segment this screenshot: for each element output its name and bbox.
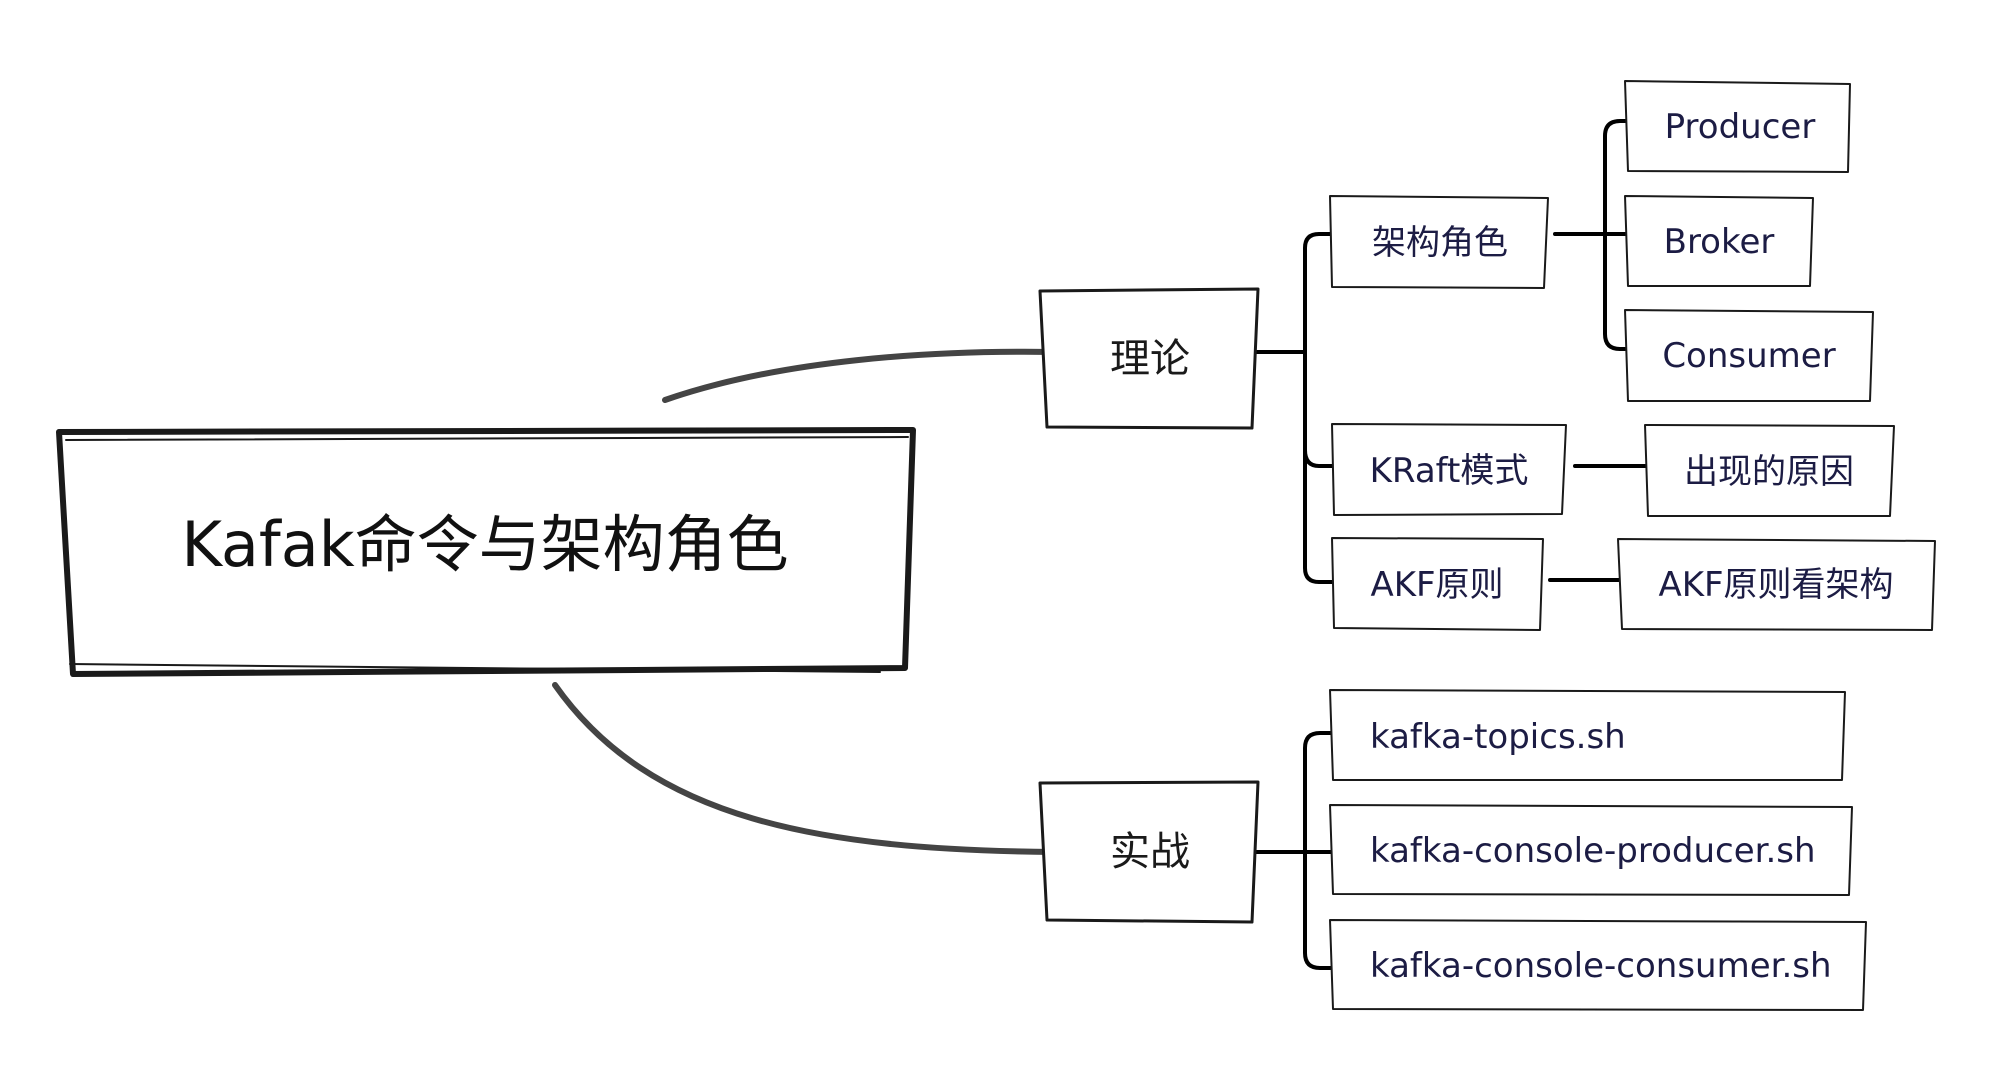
connector-roles-children — [1553, 119, 1647, 351]
node-kraft-mode-label: KRaft模式 — [1370, 451, 1529, 491]
node-architecture-roles-label: 架构角色 — [1372, 223, 1508, 263]
branch-practice[interactable]: 实战 — [1038, 780, 1260, 924]
node-kafka-console-consumer-label: kafka-console-consumer.sh — [1370, 946, 1832, 986]
node-akf-view-architecture[interactable]: AKF原则看架构 — [1617, 538, 1936, 631]
node-architecture-roles[interactable]: 架构角色 — [1329, 195, 1549, 289]
branch-theory[interactable]: 理论 — [1038, 287, 1260, 430]
node-kafka-console-consumer[interactable]: kafka-console-consumer.sh — [1329, 919, 1867, 1011]
node-kafka-topics-label: kafka-topics.sh — [1370, 717, 1626, 757]
node-kafka-console-producer-label: kafka-console-producer.sh — [1370, 831, 1816, 871]
node-kafka-topics[interactable]: kafka-topics.sh — [1329, 689, 1846, 781]
node-consumer[interactable]: Consumer — [1624, 309, 1874, 402]
node-broker[interactable]: Broker — [1624, 195, 1814, 287]
node-producer[interactable]: Producer — [1624, 80, 1851, 173]
node-akf-principle-label: AKF原则 — [1370, 565, 1503, 605]
node-reason-for-appearance[interactable]: 出现的原因 — [1644, 424, 1895, 517]
branch-theory-label: 理论 — [1110, 336, 1190, 382]
node-consumer-label: Consumer — [1662, 336, 1835, 376]
node-reason-for-appearance-label: 出现的原因 — [1684, 452, 1854, 492]
root-label: Kafak命令与架构角色 — [181, 508, 788, 581]
node-kraft-mode[interactable]: KRaft模式 — [1331, 423, 1567, 516]
node-akf-view-architecture-label: AKF原则看架构 — [1658, 565, 1893, 605]
connector-theory-children — [1253, 232, 1347, 584]
node-kafka-console-producer[interactable]: kafka-console-producer.sh — [1329, 804, 1853, 896]
branch-practice-label: 实战 — [1110, 829, 1190, 875]
node-akf-principle[interactable]: AKF原则 — [1331, 537, 1544, 631]
curve-root-to-practice — [552, 682, 1058, 855]
node-producer-label: Producer — [1665, 107, 1816, 147]
connector-practice-children — [1253, 731, 1347, 970]
root-node[interactable]: Kafak命令与架构角色 — [56, 427, 916, 677]
curve-root-to-theory — [662, 348, 1058, 403]
node-broker-label: Broker — [1664, 222, 1775, 262]
